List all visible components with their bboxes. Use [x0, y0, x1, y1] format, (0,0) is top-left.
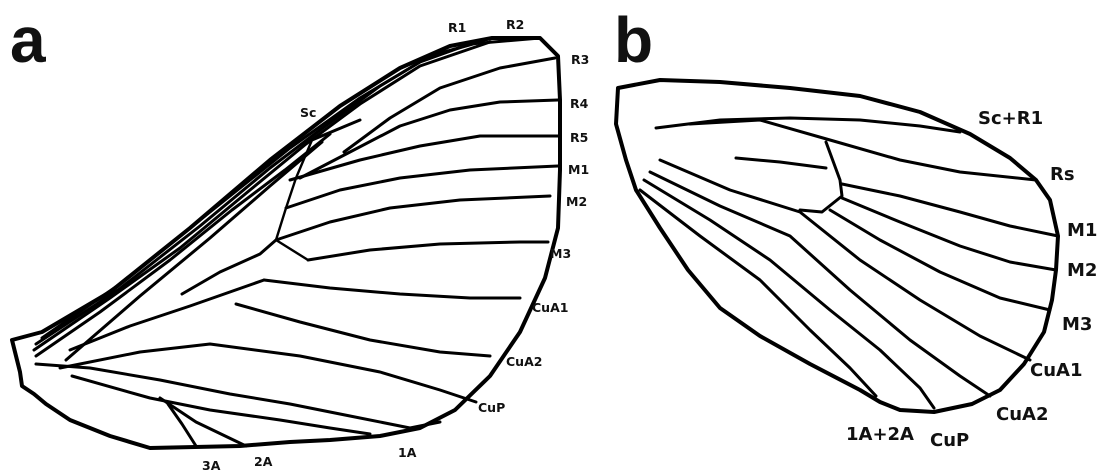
label-b-1a-2a: 1A+2A: [846, 424, 914, 445]
label-a-m2: M2: [566, 194, 587, 209]
panel-b: b Sc+R1 Rs M1 M2 M3 CuA1 CuA2 CuP 1A+2A: [614, 4, 1097, 451]
vein-m1: [286, 166, 558, 208]
label-a-r2: R2: [506, 17, 524, 32]
panel-b-letter: b: [614, 4, 653, 76]
vein-b-cup: [644, 180, 934, 408]
label-a-2a: 2A: [254, 454, 273, 469]
vein-r2-branch: [66, 142, 322, 360]
vein-cua1: [264, 280, 520, 298]
label-a-r4: R4: [570, 96, 589, 111]
vein-cua-stem: [70, 280, 264, 350]
label-b-cua2: CuA2: [996, 404, 1048, 425]
label-a-cua1: CuA1: [532, 300, 568, 315]
vein-1a-lower: [72, 376, 370, 434]
vein-b-cell-closure: [800, 142, 842, 212]
vein-m2: [276, 196, 550, 240]
vein-cua2: [236, 304, 490, 356]
label-a-r1: R1: [448, 20, 466, 35]
label-a-cup: CuP: [478, 400, 505, 415]
vein-3a: [168, 404, 196, 446]
vein-m3: [308, 242, 548, 260]
label-a-m1: M1: [568, 162, 589, 177]
label-a-r3: R3: [571, 52, 589, 67]
vein-b-cua1: [660, 160, 1030, 360]
label-b-m3: M3: [1062, 314, 1092, 335]
vein-b-m3: [830, 210, 1050, 310]
panel-a: a R1 R2 R3 Sc R4 R5: [10, 4, 589, 473]
vein-1a: [36, 364, 440, 428]
label-b-cup: CuP: [930, 430, 969, 451]
vein-2a: [160, 398, 246, 446]
label-b-m2: M2: [1067, 260, 1097, 281]
label-b-sc-r1: Sc+R1: [978, 108, 1043, 129]
vein-r5-main: [290, 136, 558, 180]
label-b-rs: Rs: [1050, 164, 1075, 185]
vein-r-stem: [34, 42, 490, 350]
label-a-m3: M3: [550, 246, 571, 261]
vein-b-rs: [690, 120, 1036, 180]
vein-b-cell-top: [736, 158, 826, 168]
label-a-r5: R5: [570, 130, 588, 145]
label-b-m1: M1: [1067, 220, 1097, 241]
vein-b-sc-r1: [656, 118, 960, 132]
label-b-cua1: CuA1: [1030, 360, 1082, 381]
label-a-sc: Sc: [300, 105, 316, 120]
vein-sc: [36, 42, 480, 344]
hindwing-outline: [616, 80, 1058, 412]
label-a-cua2: CuA2: [506, 354, 542, 369]
label-a-3a: 3A: [202, 458, 221, 473]
panel-a-letter: a: [10, 4, 46, 76]
label-a-1a: 1A: [398, 445, 417, 460]
